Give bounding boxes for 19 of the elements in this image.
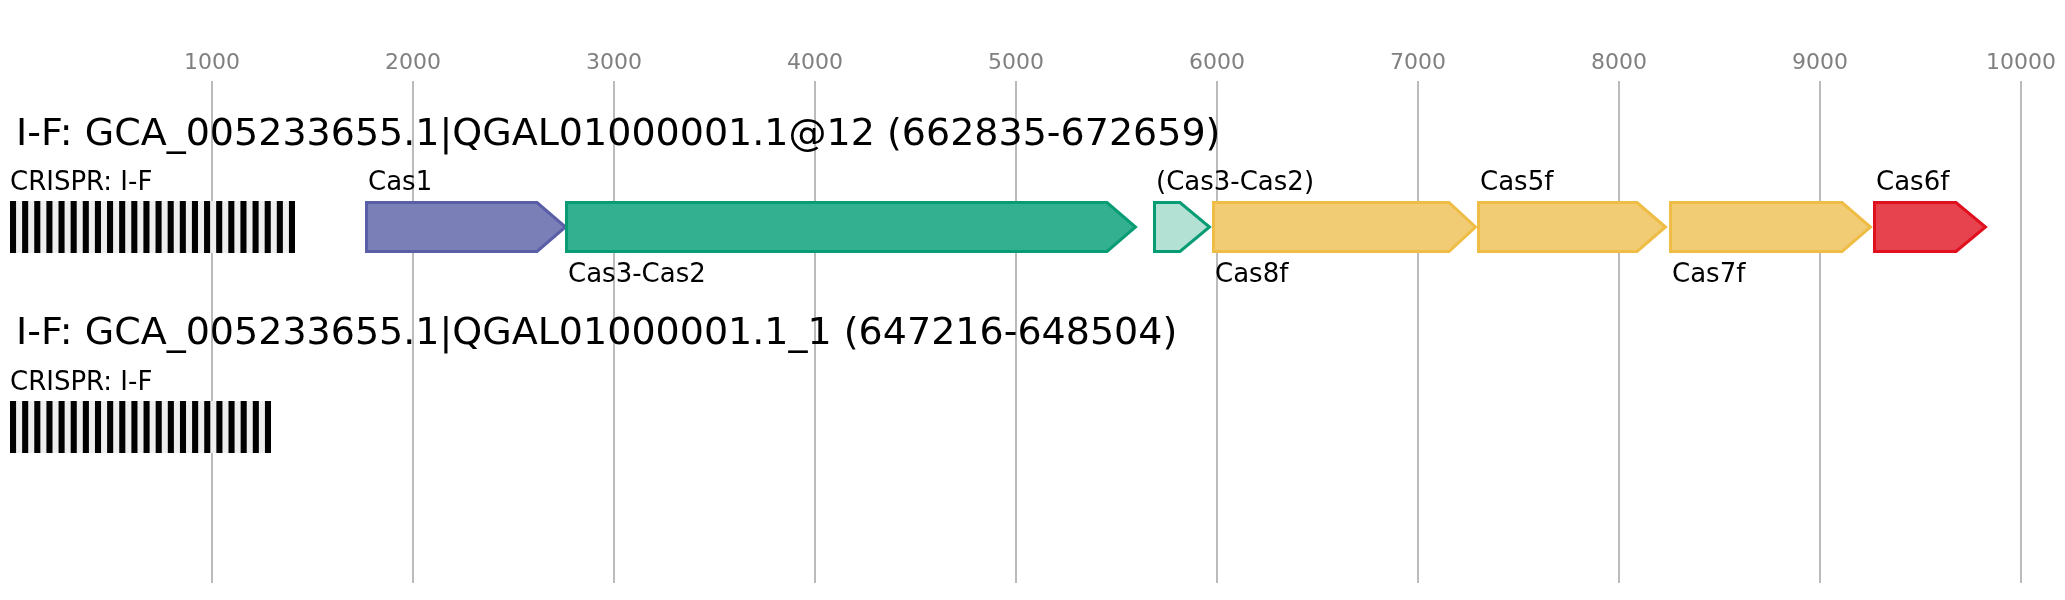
gene-label: Cas1 [368, 167, 433, 195]
gene-label: Cas8f [1215, 259, 1289, 287]
axis-tick-label: 1000 [184, 50, 240, 74]
gene-label: (Cas3-Cas2) [1156, 167, 1315, 195]
gene-label: Cas7f [1672, 259, 1746, 287]
axis-tick-label: 7000 [1390, 50, 1446, 74]
axis-tick-label: 4000 [787, 50, 843, 74]
axis-tick-label: 9000 [1792, 50, 1848, 74]
axis-tick-label: 6000 [1189, 50, 1245, 74]
gene-label: CRISPR: I-F [10, 167, 153, 195]
axis-tick-label: 2000 [385, 50, 441, 74]
axis-tick-label: 10000 [1986, 50, 2056, 74]
gene-label: Cas3-Cas2 [568, 259, 706, 287]
gene-label: CRISPR: I-F [10, 367, 153, 395]
gene-label: Cas5f [1480, 167, 1554, 195]
gene-label: Cas6f [1876, 167, 1950, 195]
axis-tick-label: 3000 [586, 50, 642, 74]
axis-tick-label: 8000 [1591, 50, 1647, 74]
axis-tick-label: 5000 [988, 50, 1044, 74]
